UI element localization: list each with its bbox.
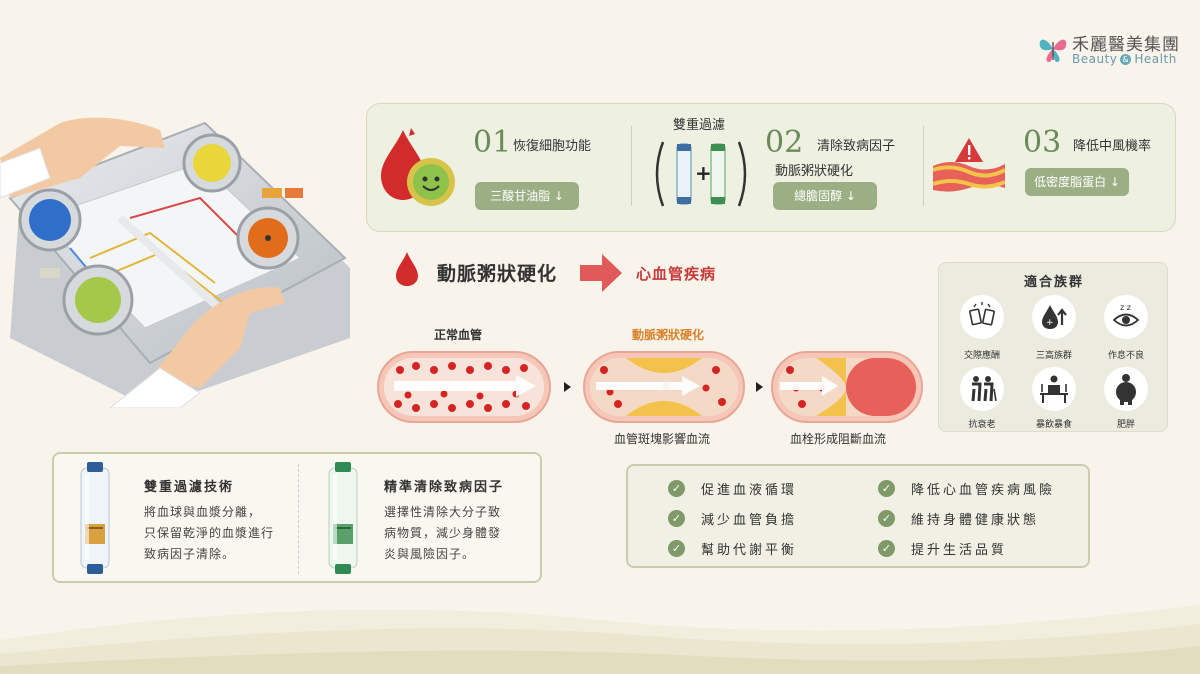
step-number: 03 xyxy=(1023,125,1062,160)
obesity-icon xyxy=(1104,367,1148,411)
step-subtitle: 動脈粥狀硬化 xyxy=(775,164,854,179)
sleepy-eye-icon: z z xyxy=(1104,295,1148,339)
check-icon: ✓ xyxy=(668,480,685,497)
warning-vessel-icon xyxy=(933,138,1005,192)
plasma-filter-machine-illustration xyxy=(0,117,350,408)
step-number: 01 xyxy=(473,125,512,160)
blood-up-icon: + xyxy=(1032,295,1076,339)
green-filter-cartridge-icon xyxy=(328,462,358,574)
clot-caption: 血栓形成阻斷血流 xyxy=(790,432,887,446)
check-icon: ✓ xyxy=(878,540,895,557)
atherosclerosis-vessel-label: 動脈粥狀硬化 xyxy=(632,328,705,342)
benefit-item: ✓促進血液循環 xyxy=(668,478,797,498)
atherosclerosis-heading: 動脈粥狀硬化 xyxy=(437,263,558,285)
blue-filter-cartridge-icon xyxy=(80,462,110,574)
target-groups-title: 適合族群 xyxy=(1023,275,1084,290)
clot-vessel xyxy=(771,351,923,423)
step-title: 降低中風機率 xyxy=(1073,139,1152,154)
step-number: 02 xyxy=(765,125,804,160)
blood-vessel-diagram xyxy=(377,351,923,423)
benefits-overview-panel: 01 恢復細胞功能 三酸甘油脂 ↓ 雙重過濾 + 02 清除致病因子 動脈粥狀硬… xyxy=(366,103,1176,232)
benefit-item: ✓幫助代謝平衡 xyxy=(668,538,797,558)
check-icon: ✓ xyxy=(878,510,895,527)
overeating-icon xyxy=(1032,367,1076,411)
tech-right-body: 選擇性清除大分子致病物質，減少身體發炎與風險因子。 xyxy=(384,505,502,561)
plaque-vessel xyxy=(583,351,745,423)
benefits-checklist-panel: ✓促進血液循環 ✓減少血管負擔 ✓幫助代謝平衡 ✓降低心血管疾病風險 ✓維持身體… xyxy=(626,464,1090,568)
double-filter-label: 雙重過濾 xyxy=(673,118,726,133)
check-icon: ✓ xyxy=(668,510,685,527)
elderly-couple-icon xyxy=(960,367,1004,411)
normal-vessel xyxy=(377,351,551,423)
benefit-item: ✓降低心血管疾病風險 xyxy=(878,478,1055,498)
target-groups-panel: 適合族群 交際應酬 + 三高族群 z z 作息不良 抗衰老 暴飲暴食 肥胖 xyxy=(938,262,1168,432)
check-icon: ✓ xyxy=(668,540,685,557)
target-group-label: 作息不良 xyxy=(1107,351,1144,361)
blood-drop-smiley-icon xyxy=(381,128,455,206)
tech-left-body: 將血球與血漿分離，只保留乾淨的血漿進行致病因子清除。 xyxy=(144,505,275,561)
target-group-label: 交際應酬 xyxy=(963,351,1000,361)
brand-name-en: Beauty&Health xyxy=(1072,52,1177,66)
blood-drop-icon xyxy=(396,252,418,286)
benefit-item: ✓提升生活品質 xyxy=(878,538,1007,558)
divider xyxy=(923,126,924,206)
divider xyxy=(298,464,299,574)
ldl-pill: 低密度脂蛋白 ↓ xyxy=(1025,168,1129,196)
tech-right-title: 精準清除致病因子 xyxy=(384,480,505,495)
benefit-item: ✓減少血管負擔 xyxy=(668,508,797,528)
svg-text:+: + xyxy=(1046,318,1054,328)
benefit-item: ✓維持身體健康狀態 xyxy=(878,508,1039,528)
target-group-label: 抗衰老 xyxy=(968,420,996,430)
normal-vessel-label: 正常血管 xyxy=(434,328,483,342)
svg-text:z z: z z xyxy=(1120,303,1131,312)
butterfly-icon xyxy=(1039,39,1067,62)
plaque-caption: 血管斑塊影響血流 xyxy=(614,432,711,446)
cholesterol-pill: 總膽固醇 ↓ xyxy=(773,182,877,210)
target-group-label: 暴飲暴食 xyxy=(1035,420,1072,430)
step-title: 清除致病因子 xyxy=(817,139,896,154)
filter-cartridges-icon: + xyxy=(655,141,747,207)
cardiovascular-disease-heading: 心血管疾病 xyxy=(636,265,717,283)
filtration-tech-panel: 雙重過濾技術 將血球與血漿分離，只保留乾淨的血漿進行致病因子清除。 精準清除致病… xyxy=(52,452,542,583)
arrow-right-icon xyxy=(580,254,622,292)
svg-text:+: + xyxy=(695,161,712,185)
beer-cheers-icon xyxy=(960,295,1004,339)
check-icon: ✓ xyxy=(878,480,895,497)
divider xyxy=(631,126,632,206)
step-title: 恢復細胞功能 xyxy=(513,139,592,154)
triglyceride-pill: 三酸甘油脂 ↓ xyxy=(475,182,579,210)
target-group-label: 肥胖 xyxy=(1116,420,1135,430)
brand-logo: 禾麗醫美集團 Beauty&Health xyxy=(1036,30,1186,70)
target-group-label: 三高族群 xyxy=(1035,351,1072,361)
brand-name-zh: 禾麗醫美集團 xyxy=(1072,35,1180,55)
background-waves xyxy=(0,605,1200,674)
tech-left-title: 雙重過濾技術 xyxy=(144,480,235,495)
